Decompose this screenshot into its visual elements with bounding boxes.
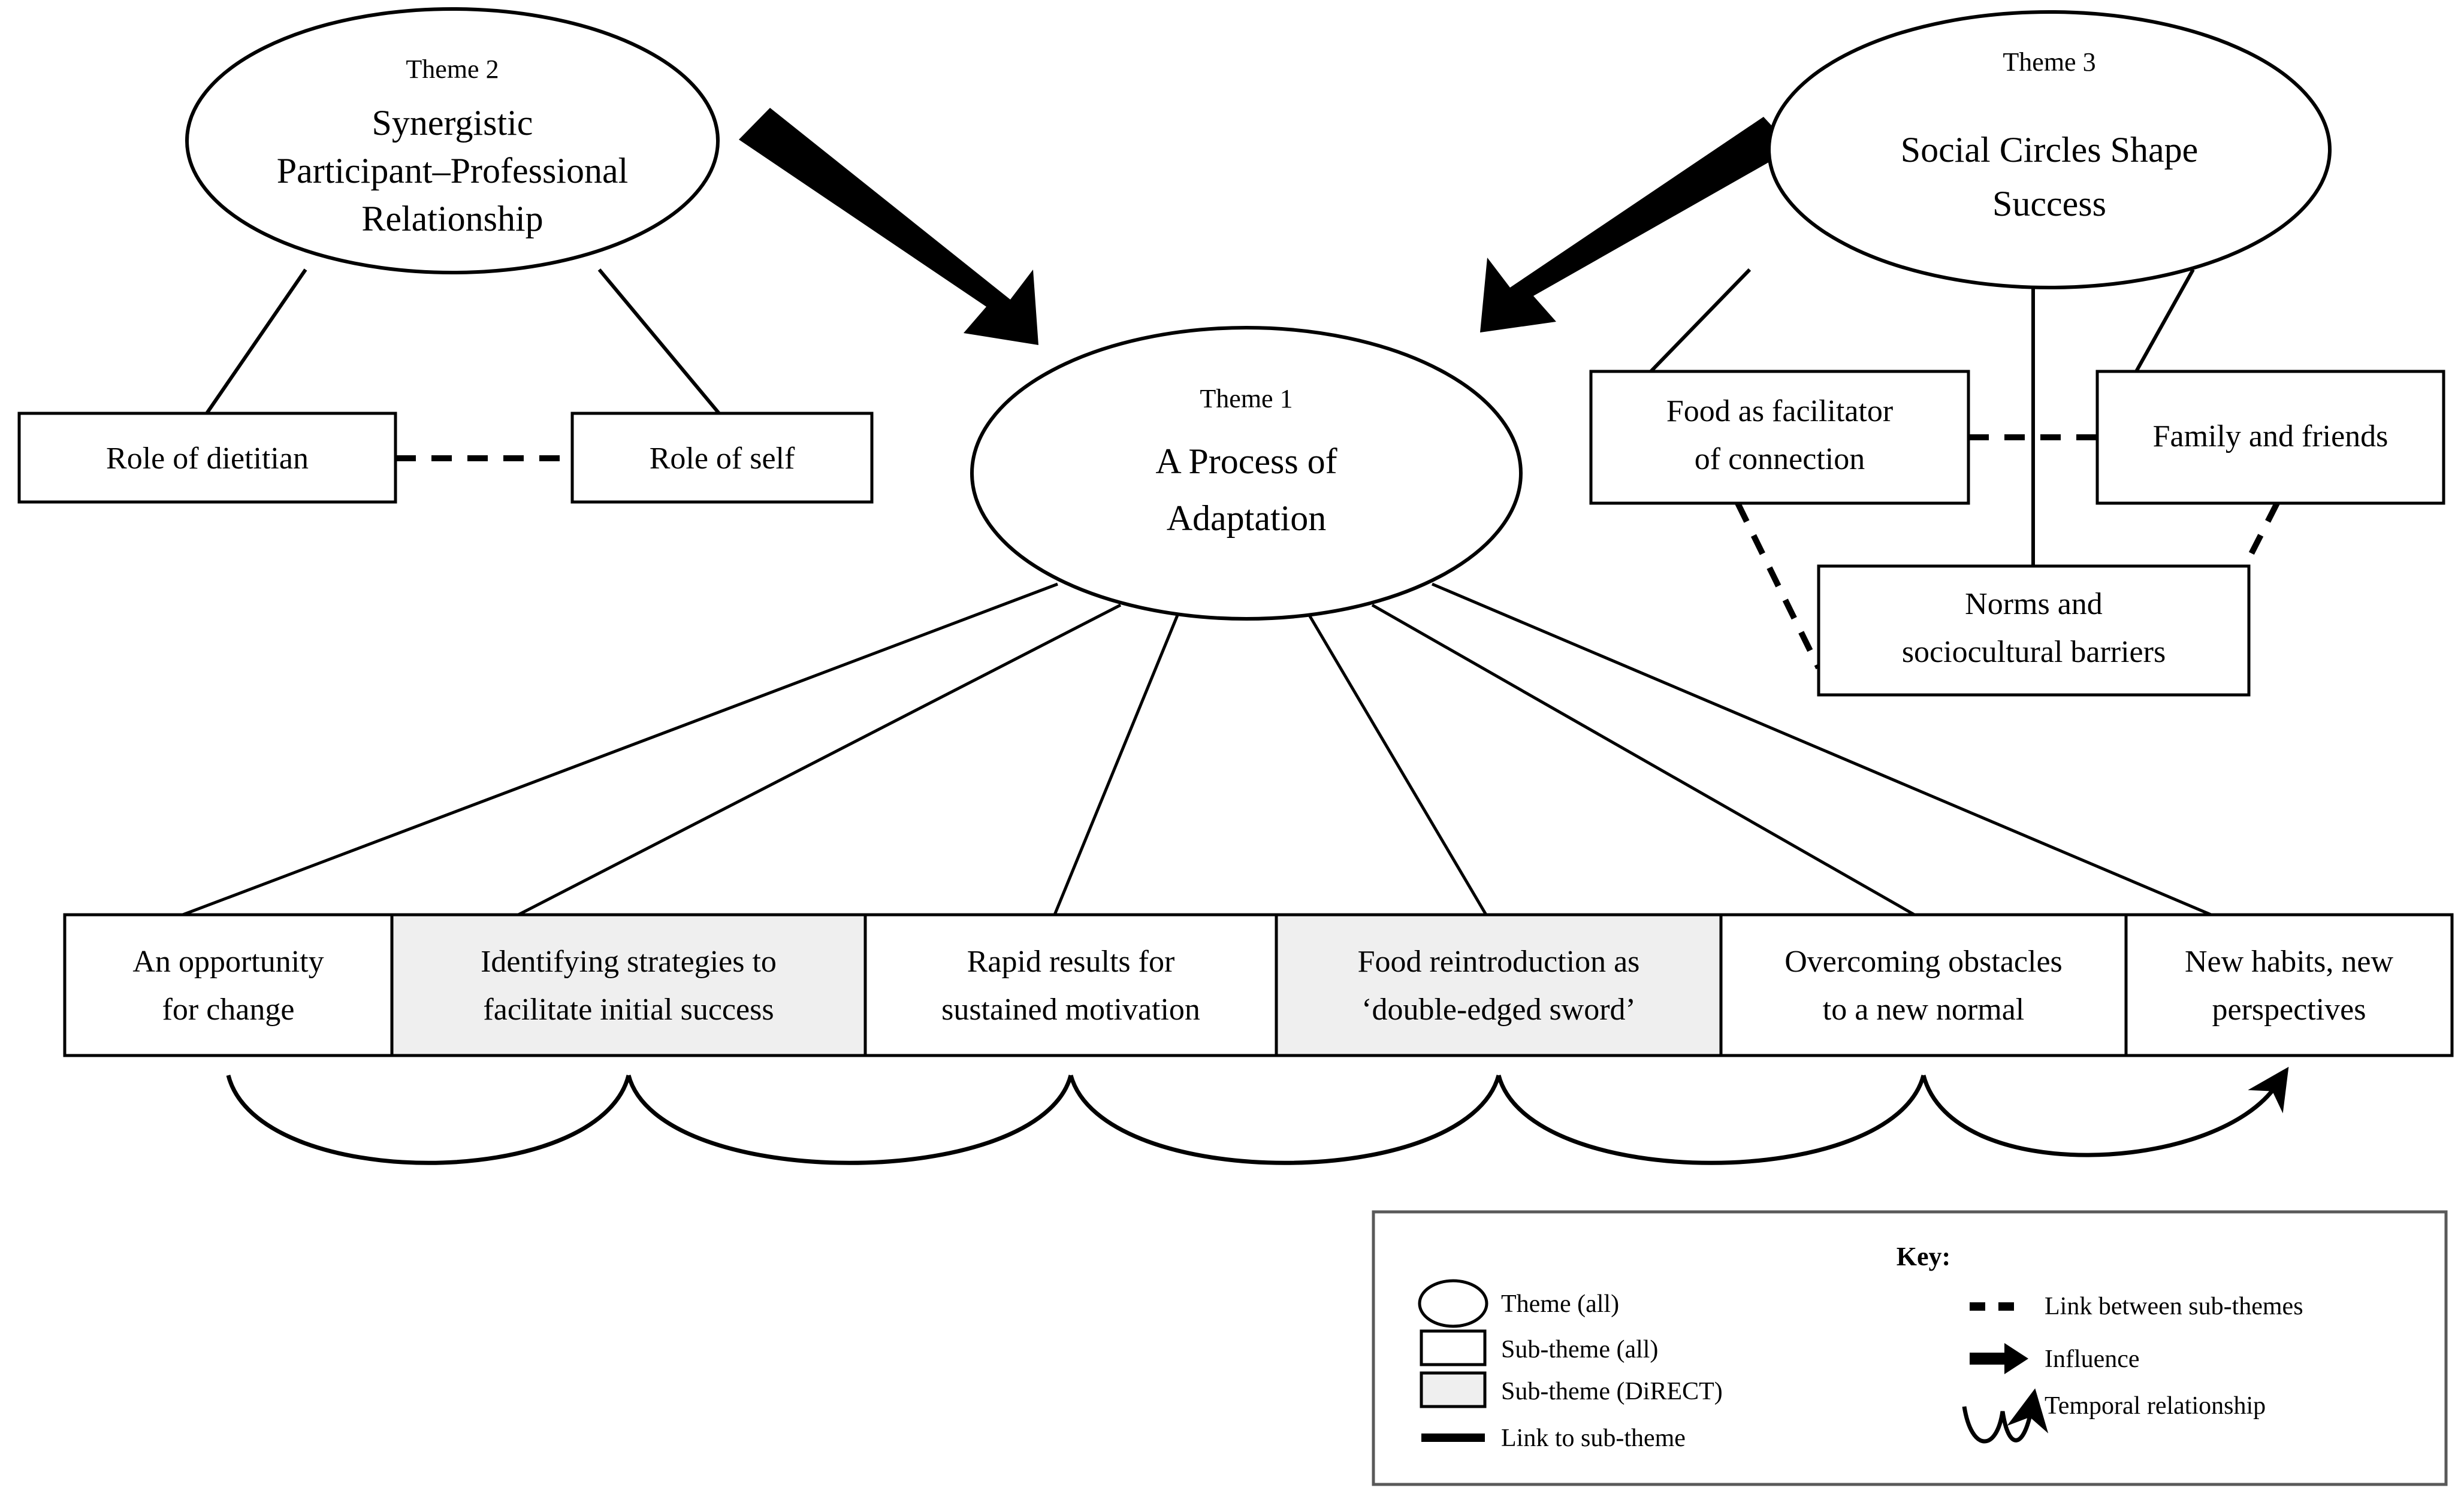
theme1-ellipse	[970, 326, 1523, 621]
subtheme-label-line1: Family and friends	[2153, 419, 2388, 453]
theme1-ellipse-node[interactable]: Theme 1 A Process of Adaptation	[970, 326, 1523, 621]
link-theme1-to-food-reintroduction	[1308, 614, 1488, 916]
subtheme-label-line1: Role of dietitian	[106, 441, 309, 476]
link-theme1-to-rapid-results	[1053, 615, 1179, 915]
subtheme-rect	[17, 412, 397, 504]
key-label-theme-all: Theme (all)	[1501, 1290, 1619, 1318]
theme1-title-line1: A Process of	[1155, 441, 1337, 481]
influence-icon	[1970, 1343, 2028, 1374]
theme2-links	[205, 268, 721, 415]
temporal-arc-5-with-arrowhead	[1921, 1066, 2289, 1157]
theme2-ellipse-node[interactable]: Theme 2 Synergistic Participant–Professi…	[185, 7, 720, 274]
subtheme-label-line2: sociocultural barriers	[1902, 635, 2166, 669]
temporal-relationship-arcs	[226, 1066, 2289, 1165]
subtheme-label-line1: Food reintroduction as	[1358, 945, 1640, 979]
link-theme2-to-role-of-dietitian	[205, 268, 307, 415]
theme3-links	[1649, 268, 2195, 569]
key-label-link-to-sub-theme: Link to sub-theme	[1501, 1425, 1686, 1452]
subtheme-rect	[1817, 564, 2251, 697]
key-label-influence: Influence	[2045, 1345, 2140, 1373]
subtheme-label-line1: Food as facilitator	[1666, 394, 1893, 428]
subtheme-rect	[390, 913, 867, 1057]
key-title: Key:	[1897, 1242, 1950, 1271]
temporal-arc-1	[226, 1075, 631, 1165]
subtheme-rect	[1719, 913, 2128, 1057]
temporal-arc-4	[1496, 1075, 1926, 1165]
temporal-relationship-icon	[1962, 1388, 2049, 1444]
key-label-link-between-sub-themes: Link between sub-themes	[2045, 1293, 2303, 1320]
theme3-label: Theme 3	[2003, 47, 2095, 77]
subtheme-rect	[2095, 370, 2445, 505]
influence-arrow-theme2-to-theme1	[739, 108, 1038, 345]
subtheme-rect	[1275, 913, 1723, 1057]
dashed-link-food-norms	[1735, 501, 1822, 670]
link-theme1-to-overcoming-obstacles	[1371, 603, 1916, 917]
subtheme-label-line1: Rapid results for	[967, 945, 1175, 979]
subtheme-box-food-as-facilitator[interactable]: Food as facilitator of connection	[1589, 370, 1970, 505]
link-theme1-to-new-habits	[1432, 582, 2212, 917]
theme3-ellipse-node[interactable]: Theme 3 Social Circles Shape Success	[1767, 10, 2332, 289]
subtheme-rect	[863, 913, 1278, 1057]
subtheme-rect	[63, 913, 394, 1057]
temporal-arc-3	[1068, 1075, 1501, 1165]
link-theme2-to-role-of-self	[597, 268, 721, 415]
subtheme-rect	[2124, 913, 2454, 1057]
subtheme-box-new-habits[interactable]: New habits, new perspectives	[2124, 913, 2454, 1057]
theme2-title-line1: Synergistic	[372, 103, 533, 143]
subtheme-label-line2: for change	[162, 993, 295, 1027]
subtheme-box-overcoming-obstacles[interactable]: Overcoming obstacles to a new normal	[1719, 913, 2128, 1057]
theme2-label: Theme 2	[406, 55, 499, 84]
subtheme-label-line1: Norms and	[1965, 587, 2103, 621]
key-label-temporal-relationship: Temporal relationship	[2045, 1392, 2266, 1420]
subtheme-label-line2: sustained motivation	[941, 993, 1200, 1027]
theme-all-icon	[1418, 1279, 1488, 1328]
sub-theme-all-icon	[1420, 1329, 1487, 1366]
subtheme-box-food-reintroduction[interactable]: Food reintroduction as ‘double-edged swo…	[1275, 913, 1723, 1057]
influence-arrows	[739, 108, 1793, 345]
theme1-links	[182, 582, 2212, 917]
influence-arrow-theme3-to-theme1	[1480, 117, 1793, 332]
theme3-ellipse	[1767, 10, 2332, 289]
theme1-label: Theme 1	[1200, 384, 1293, 413]
subtheme-box-rapid-results[interactable]: Rapid results for sustained motivation	[863, 913, 1278, 1057]
subtheme-label-line2: perspectives	[2212, 993, 2366, 1027]
theme2-ellipse	[185, 7, 720, 274]
theme2-title-line3: Relationship	[361, 199, 543, 238]
link-theme3-to-family-and-friends	[2134, 268, 2195, 373]
subtheme-box-role-of-dietitian[interactable]: Role of dietitian	[17, 412, 397, 504]
subtheme-label-line1: Identifying strategies to	[481, 945, 777, 979]
subtheme-label-line2: facilitate initial success	[483, 993, 774, 1027]
subtheme-label-line2: of connection	[1695, 442, 1865, 476]
subtheme-box-norms-and-sociocultural-barriers[interactable]: Norms and sociocultural barriers	[1817, 564, 2251, 697]
link-theme1-to-an-opportunity-for-change	[182, 582, 1058, 917]
subtheme-label-line2: ‘double-edged sword’	[1361, 993, 1636, 1027]
theme1-title-line2: Adaptation	[1167, 498, 1327, 538]
theme3-title-line2: Success	[1992, 184, 2106, 223]
subtheme-box-identifying-strategies[interactable]: Identifying strategies to facilitate ini…	[390, 913, 867, 1057]
subtheme-label-line1: Role of self	[650, 441, 795, 476]
theme2-title-line2: Participant–Professional	[277, 151, 629, 190]
key-label-sub-theme-all: Sub-theme (all)	[1501, 1336, 1658, 1363]
subtheme-box-role-of-self[interactable]: Role of self	[570, 412, 874, 504]
subtheme-label-line1: New habits, new	[2185, 945, 2393, 979]
subtheme-box-an-opportunity-for-change[interactable]: An opportunity for change	[63, 913, 394, 1057]
temporal-arc-2	[626, 1075, 1073, 1165]
subtheme-rect	[1589, 370, 1970, 505]
sub-theme-direct-icon	[1420, 1371, 1487, 1408]
key-label-sub-theme-direct: Sub-theme (DiRECT)	[1501, 1378, 1723, 1405]
subtheme-label-line1: An opportunity	[132, 945, 324, 979]
theme3-title-line1: Social Circles Shape	[1901, 130, 2199, 170]
key-border	[1372, 1210, 2448, 1486]
link-theme3-to-food-as-facilitator	[1649, 268, 1752, 373]
key-legend: Key: Theme (all) Sub-theme (all) Sub-the…	[1372, 1210, 2448, 1486]
subtheme-label-line1: Overcoming obstacles	[1784, 945, 2063, 979]
subtheme-box-family-and-friends[interactable]: Family and friends	[2095, 370, 2445, 505]
subtheme-label-line2: to a new normal	[1823, 993, 2024, 1027]
link-theme1-to-identifying-strategies	[517, 603, 1122, 917]
subtheme-rect	[570, 412, 874, 504]
